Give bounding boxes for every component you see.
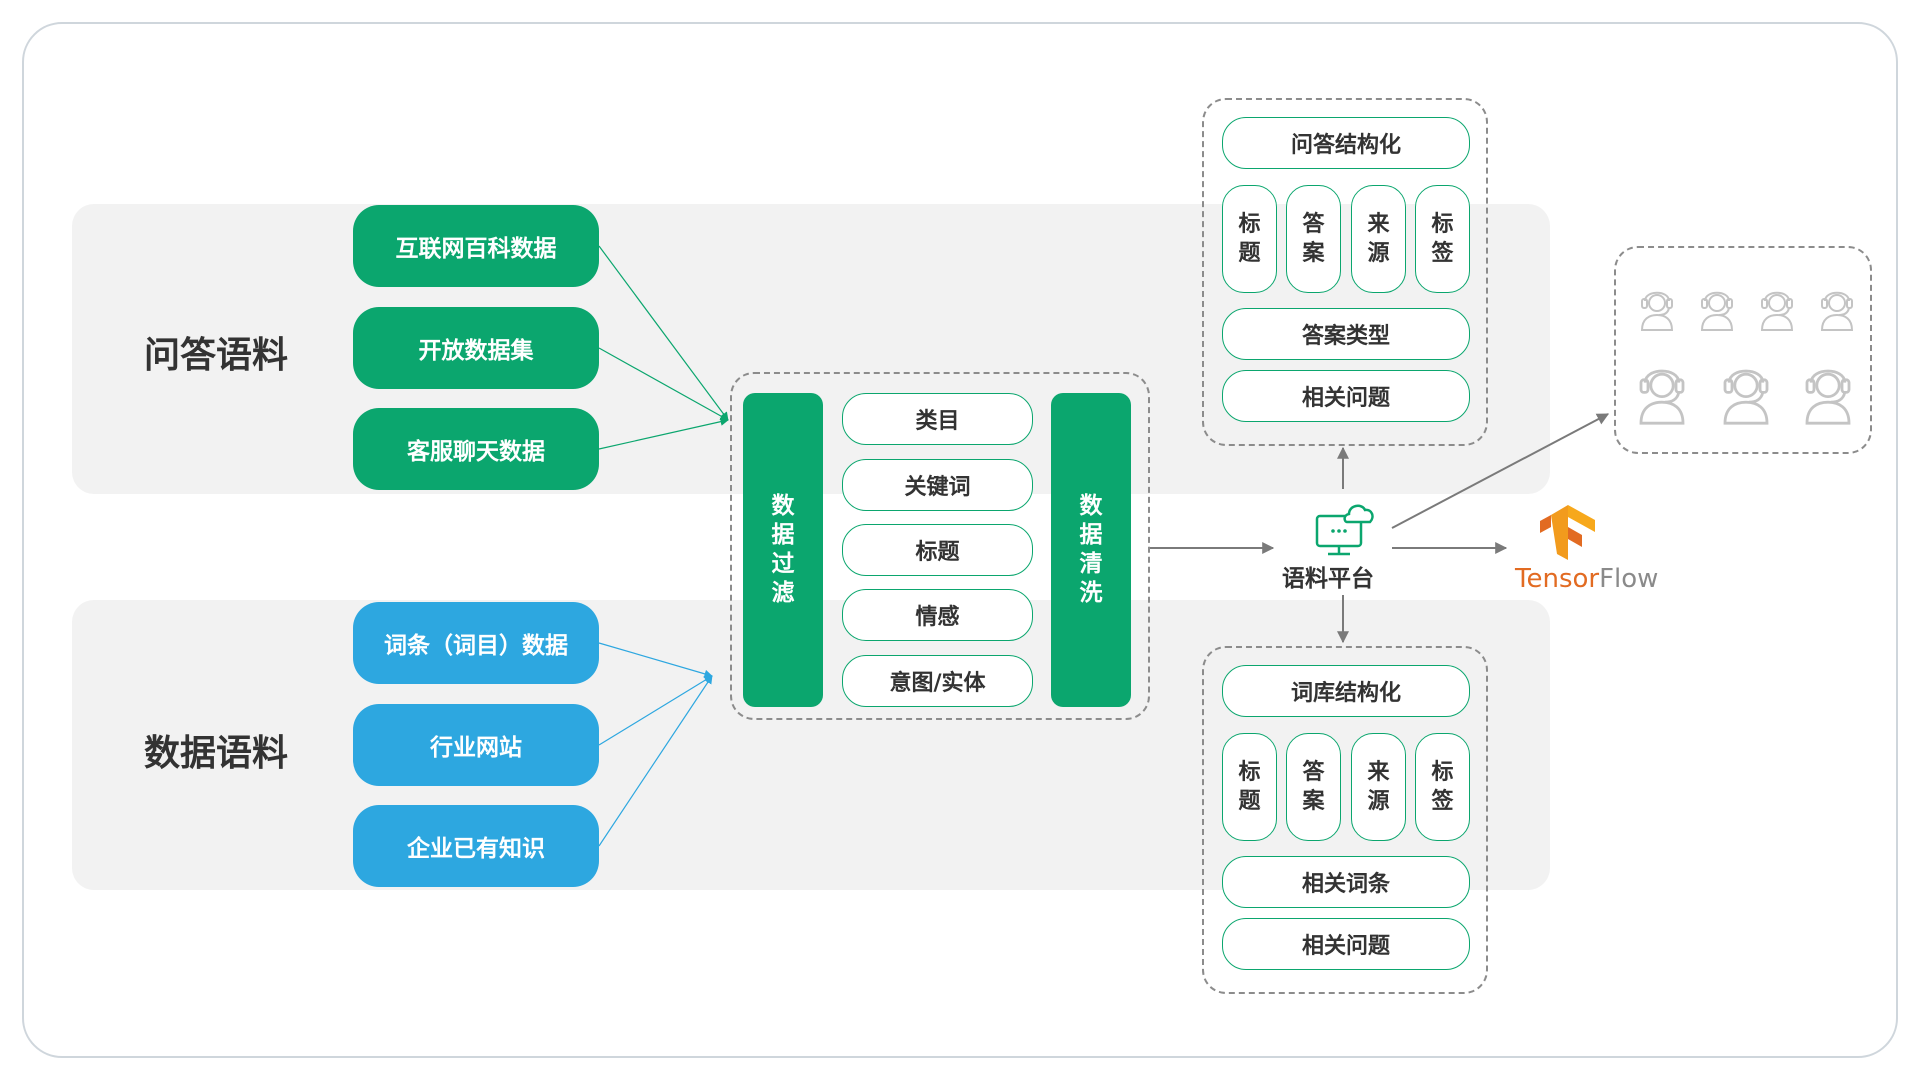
connector-line: [598, 347, 729, 421]
lexicon-field-tag[interactable]: 标签: [1415, 733, 1470, 841]
connector-line: [598, 417, 729, 450]
source-industry-websites[interactable]: 行业网站: [353, 704, 599, 786]
agents-group: [1614, 246, 1872, 454]
field-title[interactable]: 标题: [842, 524, 1033, 576]
lexicon-field-source[interactable]: 来源: [1351, 733, 1406, 841]
data-filter-label: 数据过滤: [771, 493, 795, 606]
qa-answer-type[interactable]: 答案类型: [1222, 308, 1470, 360]
lexicon-related-entries[interactable]: 相关词条: [1222, 856, 1470, 908]
source-enterprise-knowledge[interactable]: 企业已有知识: [353, 805, 599, 887]
source-customer-chat[interactable]: 客服聊天数据: [353, 408, 599, 490]
qa-field-source[interactable]: 来源: [1351, 185, 1406, 293]
connector-line: [598, 245, 729, 421]
tensorflow-text: TensorFlow: [1515, 564, 1659, 594]
diagram-frame: [22, 22, 1898, 1058]
source-open-datasets[interactable]: 开放数据集: [353, 307, 599, 389]
lexicon-field-title[interactable]: 标题: [1222, 733, 1277, 841]
qa-structure-title[interactable]: 问答结构化: [1222, 117, 1470, 169]
qa-related-questions[interactable]: 相关问题: [1222, 370, 1470, 422]
connector-line: [598, 642, 713, 678]
field-intent-entity[interactable]: 意图/实体: [842, 655, 1033, 707]
data-clean-label: 数据清洗: [1079, 493, 1103, 606]
qa-structure-fields: 标题 答案 来源 标签: [1222, 185, 1470, 293]
qa-field-tag[interactable]: 标签: [1415, 185, 1470, 293]
connector-line: [598, 675, 713, 746]
qa-field-title[interactable]: 标题: [1222, 185, 1277, 293]
corpus-platform-label: 语料平台: [1282, 566, 1374, 592]
tensorflow-logo: [1540, 505, 1595, 560]
data-clean-bar[interactable]: 数据清洗: [1051, 393, 1131, 707]
processing-group: [730, 372, 1150, 720]
connector-line: [598, 675, 713, 847]
data-corpus-label: 数据语料: [144, 733, 289, 774]
field-keywords[interactable]: 关键词: [842, 459, 1033, 511]
qa-structure-group: [1202, 98, 1488, 446]
lexicon-structure-fields: 标题 答案 来源 标签: [1222, 733, 1470, 841]
lexicon-related-questions[interactable]: 相关问题: [1222, 918, 1470, 970]
lexicon-structure-group: [1202, 646, 1488, 994]
qa-field-answer[interactable]: 答案: [1286, 185, 1341, 293]
customer-service-agent-icons: [1639, 291, 1853, 425]
source-lexicon-entries[interactable]: 词条（词目）数据: [353, 602, 599, 684]
connector-line: [1391, 413, 1610, 529]
lexicon-field-answer[interactable]: 答案: [1286, 733, 1341, 841]
lexicon-structure-title[interactable]: 词库结构化: [1222, 665, 1470, 717]
data-filter-bar[interactable]: 数据过滤: [743, 393, 823, 707]
qa-corpus-label: 问答语料: [144, 335, 289, 376]
cloud-computer-icon: [1315, 504, 1374, 556]
field-category[interactable]: 类目: [842, 393, 1033, 445]
source-internet-encyclopedia[interactable]: 互联网百科数据: [353, 205, 599, 287]
field-sentiment[interactable]: 情感: [842, 589, 1033, 641]
